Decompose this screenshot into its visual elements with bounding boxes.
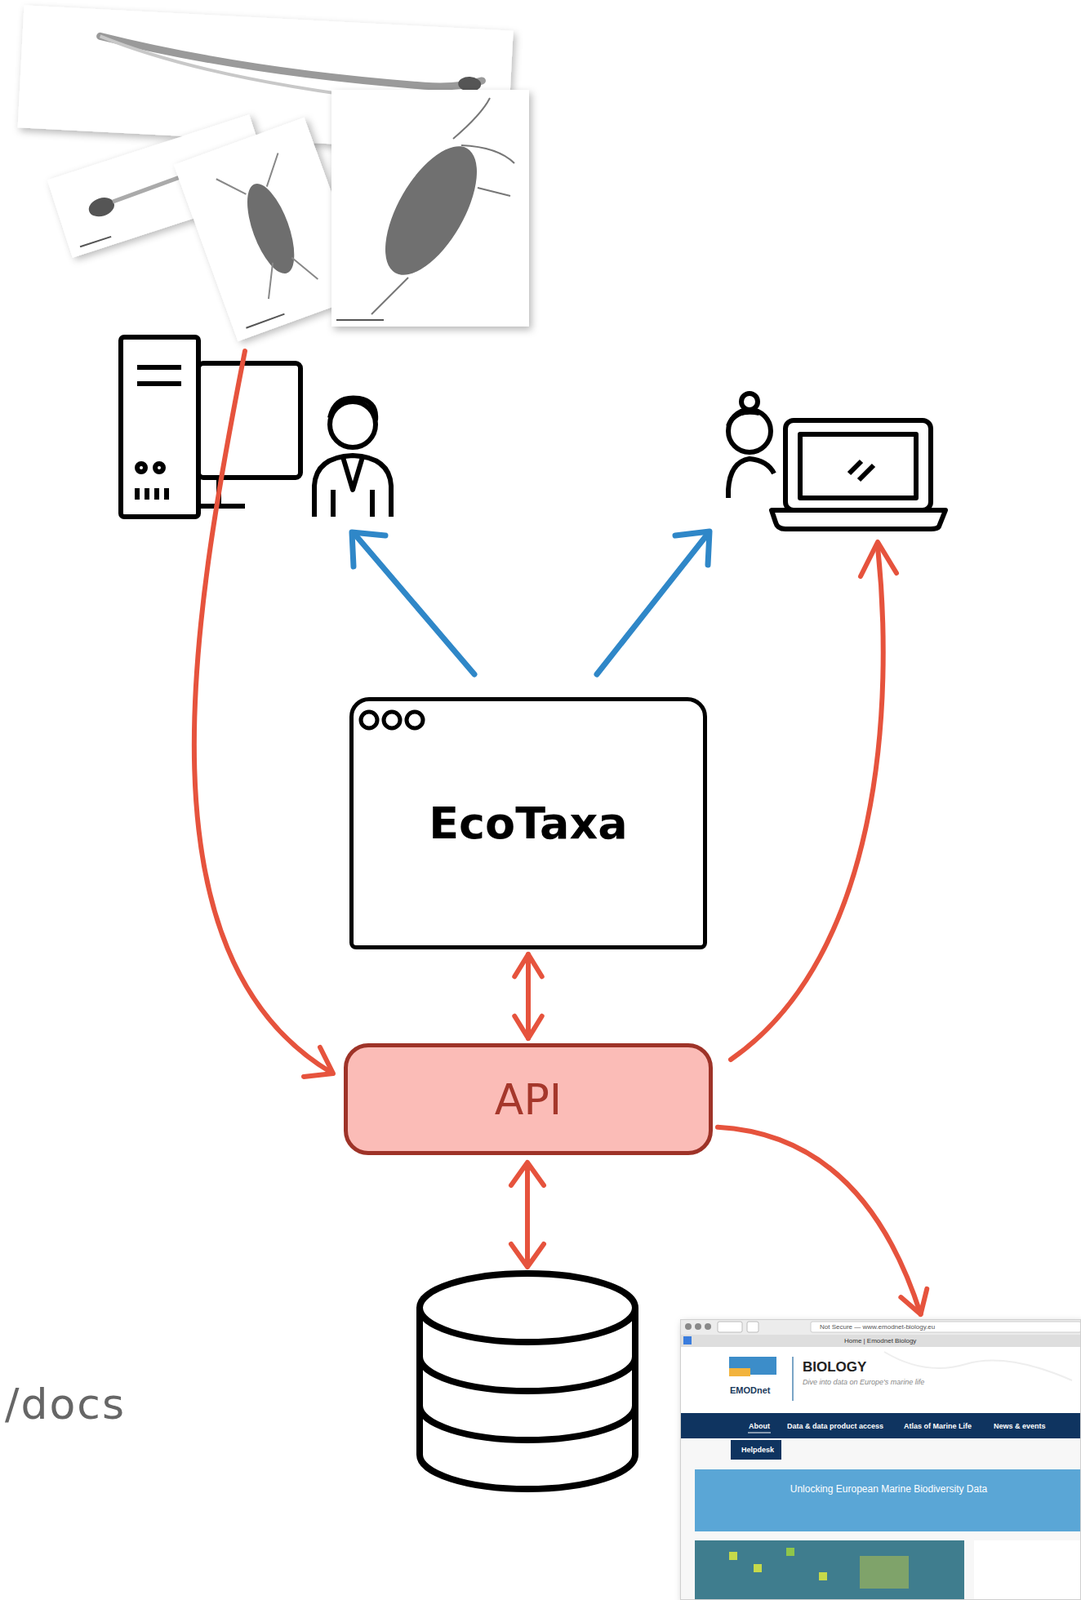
- red-connector: [717, 1127, 927, 1315]
- website-text: About: [748, 1422, 770, 1431]
- url-path-label: /docs: [4, 1379, 126, 1429]
- website-text: Data & data product access: [787, 1422, 884, 1431]
- connector-line: [717, 1127, 921, 1315]
- website-screenshot-box: Not Secure — www.emodnet-biology.euHome …: [680, 1319, 1081, 1600]
- red-arrow: [194, 351, 897, 1268]
- website-text: Atlas of Marine Life: [903, 1422, 972, 1431]
- arrowhead: [900, 1289, 927, 1315]
- laptop-user-icon: [728, 393, 946, 530]
- blue-arrow: [351, 531, 710, 675]
- app-window-box: EcoTaxa: [349, 697, 708, 950]
- red-connector: [514, 954, 542, 1039]
- database-cylinder: [419, 1273, 636, 1490]
- node-label: EcoTaxa: [428, 797, 628, 850]
- website-text: Helpdesk: [741, 1445, 775, 1455]
- window-dots: [360, 711, 423, 729]
- arrowhead: [514, 1016, 542, 1039]
- website-text: News & events: [993, 1422, 1046, 1431]
- plankton-photos: [17, 4, 530, 342]
- website-text: Home | Emodnet Biology: [844, 1337, 917, 1345]
- node-label: API: [494, 1075, 562, 1125]
- connector-line: [525, 954, 531, 1039]
- website-screenshot: [680, 1319, 1081, 1600]
- website-text: Dive into data on Europe's marine life: [802, 1378, 925, 1387]
- api-box: API: [343, 1043, 713, 1156]
- website-text: EMODnet: [729, 1385, 771, 1396]
- website-text: BIOLOGY: [802, 1359, 867, 1376]
- website-text: Unlocking European Marine Biodiversity D…: [695, 1483, 1081, 1495]
- website-text: Not Secure — www.emodnet-biology.eu: [819, 1323, 935, 1331]
- desktop-user-icon: [120, 337, 392, 517]
- arrowhead: [514, 954, 542, 977]
